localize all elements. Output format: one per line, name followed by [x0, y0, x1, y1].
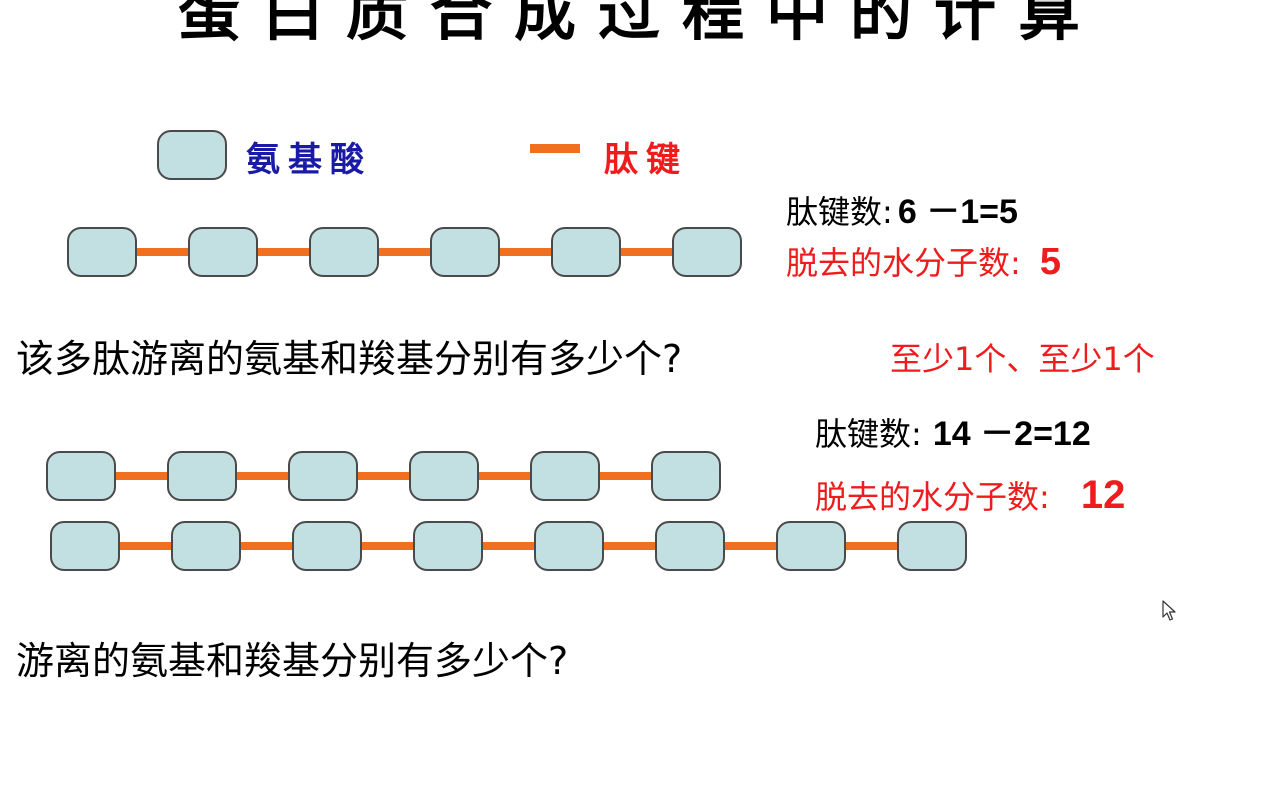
answer-1: 至少1个、至少1个 [890, 340, 1155, 378]
amino-acid-bead [430, 227, 500, 277]
amino-acid-bead [897, 521, 967, 571]
amino-acid-bead [530, 451, 600, 501]
bond-count-label: 肽键数: [815, 415, 922, 453]
bond-count-1: 肽键数: 6 －1=5 [786, 184, 1018, 233]
amino-acid-bead [551, 227, 621, 277]
mouse-pointer-icon [1162, 600, 1176, 621]
amino-acid-legend-label: 氨基酸 [246, 140, 372, 180]
bond-count-expression: 6 －1=5 [897, 193, 1018, 231]
water-count-label: 脱去的水分子数: [786, 244, 1021, 282]
amino-acid-bead [288, 451, 358, 501]
peptide-bond-legend-label: 肽键 [604, 140, 688, 180]
amino-acid-bead [167, 451, 237, 501]
slide-title: 蛋白质合成过程中的计算 [177, 0, 1102, 49]
amino-acid-bead [409, 451, 479, 501]
amino-acid-bead [309, 227, 379, 277]
peptide-bond-line [84, 542, 932, 550]
amino-acid-bead [672, 227, 742, 277]
question-1: 该多肽游离的氨基和羧基分别有多少个? [16, 337, 683, 381]
amino-acid-bead [171, 521, 241, 571]
amino-acid-bead [46, 451, 116, 501]
amino-acid-bead [655, 521, 725, 571]
water-count-value: 5 [1039, 241, 1062, 283]
bond-count-2: 肽键数: 14 －2=12 [815, 406, 1091, 455]
question-2: 游离的氨基和羧基分别有多少个? [16, 639, 569, 683]
amino-acid-legend-icon [157, 130, 227, 180]
peptide-bond-line [100, 248, 710, 256]
bond-count-label: 肽键数: [786, 193, 893, 231]
water-count-value: 12 [1080, 473, 1126, 517]
amino-acid-bead [413, 521, 483, 571]
peptide-bond-legend-icon [530, 144, 580, 153]
amino-acid-bead [776, 521, 846, 571]
water-count-1: 脱去的水分子数: 5 [786, 238, 1061, 284]
amino-acid-bead [651, 451, 721, 501]
amino-acid-bead [292, 521, 362, 571]
amino-acid-bead [67, 227, 137, 277]
bond-count-expression: 14 －2=12 [932, 415, 1091, 453]
amino-acid-bead [534, 521, 604, 571]
amino-acid-bead [188, 227, 258, 277]
water-count-label: 脱去的水分子数: [815, 478, 1050, 516]
amino-acid-bead [50, 521, 120, 571]
peptide-bond-line [80, 472, 690, 480]
water-count-2: 脱去的水分子数: 12 [815, 472, 1125, 518]
